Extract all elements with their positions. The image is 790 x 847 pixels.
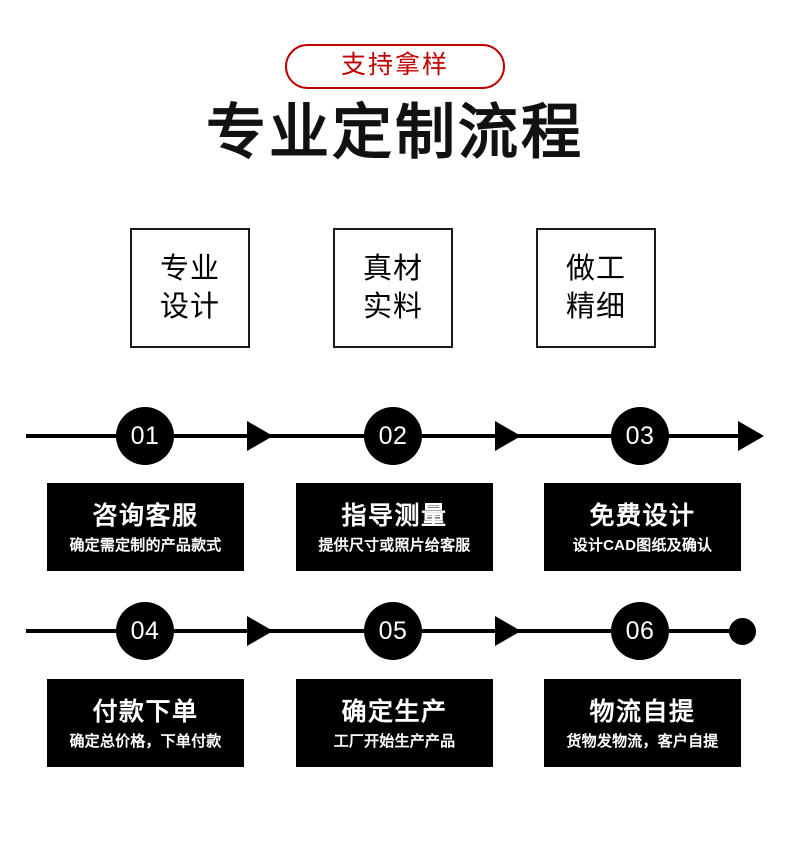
- feature-box-line-2: 实料: [362, 291, 423, 323]
- timeline-row-second: 04 05 06: [0, 600, 790, 662]
- step-card-subtitle: 工厂开始生产产品: [333, 733, 456, 751]
- step-card-04: 付款下单 确定总价格，下单付款: [47, 679, 244, 767]
- timeline-node-03: 03: [611, 407, 669, 465]
- step-card-title: 付款下单: [92, 697, 199, 726]
- step-card-title: 确定生产: [341, 697, 448, 726]
- feature-box-line-1: 专业: [159, 252, 220, 285]
- timeline-row-first: 01 02 03: [0, 405, 790, 467]
- promo-badge: 支持拿样: [284, 44, 505, 89]
- arrow-right-icon: [247, 421, 273, 451]
- arrow-right-icon: [247, 616, 273, 646]
- step-card-row-first: 咨询客服 确定需定制的产品款式 指导测量 提供尺寸或照片给客服 免费设计 设计C…: [0, 483, 790, 571]
- step-card-subtitle: 确定总价格，下单付款: [69, 733, 222, 751]
- step-card-05: 确定生产 工厂开始生产产品: [296, 679, 493, 767]
- timeline-node-02: 02: [364, 407, 422, 465]
- timeline-node-05: 05: [364, 602, 422, 660]
- page-title: 专业定制流程: [206, 99, 584, 166]
- arrow-right-end-icon: [738, 421, 764, 451]
- feature-box-group: 专业 设计 真材 实料 做工 精细: [130, 228, 660, 352]
- promo-badge-container: 支持拿样: [0, 44, 790, 89]
- step-card-subtitle: 确定需定制的产品款式: [69, 537, 222, 555]
- feature-box-material: 真材 实料: [333, 228, 453, 348]
- timeline-end-dot-icon: [729, 618, 756, 645]
- feature-box-design: 专业 设计: [130, 228, 250, 348]
- arrow-right-icon: [495, 616, 521, 646]
- feature-box-line-2: 精细: [565, 291, 626, 323]
- step-card-title: 指导测量: [341, 501, 448, 530]
- step-card-title: 咨询客服: [92, 501, 199, 530]
- step-card-03: 免费设计 设计CAD图纸及确认: [544, 483, 741, 571]
- arrow-right-icon: [495, 421, 521, 451]
- feature-box-line-1: 真材: [362, 252, 423, 285]
- timeline-node-06: 06: [611, 602, 669, 660]
- step-card-06: 物流自提 货物发物流，客户自提: [544, 679, 741, 767]
- step-card-title: 物流自提: [589, 697, 696, 726]
- timeline-node-01: 01: [116, 407, 174, 465]
- timeline-node-04: 04: [116, 602, 174, 660]
- feature-box-line-2: 设计: [159, 291, 220, 323]
- feature-box-craft: 做工 精细: [536, 228, 656, 348]
- step-card-subtitle: 设计CAD图纸及确认: [572, 537, 713, 555]
- step-card-row-second: 付款下单 确定总价格，下单付款 确定生产 工厂开始生产产品 物流自提 货物发物流…: [0, 679, 790, 767]
- step-card-02: 指导测量 提供尺寸或照片给客服: [296, 483, 493, 571]
- step-card-subtitle: 提供尺寸或照片给客服: [318, 537, 471, 555]
- step-card-title: 免费设计: [589, 501, 696, 530]
- feature-box-line-1: 做工: [565, 252, 626, 285]
- step-card-subtitle: 货物发物流，客户自提: [566, 733, 719, 751]
- step-card-01: 咨询客服 确定需定制的产品款式: [47, 483, 244, 571]
